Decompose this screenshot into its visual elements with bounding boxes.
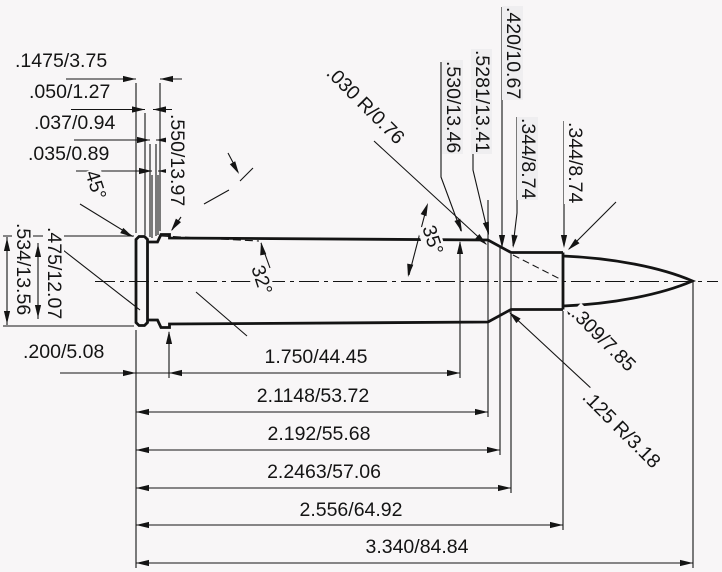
body-taper-dashed-line	[160, 235, 260, 242]
dim-label-body-dia: .5281/13.41	[471, 49, 493, 155]
dim-label-rim-thickness: .050/1.27	[28, 81, 112, 103]
head-extension-lines	[135, 83, 161, 238]
dim-label-case-length: 2.556/64.92	[280, 500, 422, 521]
dim-label-overall-length: 3.340/84.84	[346, 537, 488, 558]
arrow	[680, 559, 693, 567]
arrow	[136, 521, 149, 529]
head-hidden-diagonal	[62, 249, 141, 311]
arrow	[454, 218, 462, 232]
arrow	[123, 75, 136, 83]
dim-label-shoulder-base-dia: .530/13.46	[442, 60, 464, 155]
arrow	[260, 242, 267, 256]
arrow	[3, 311, 11, 324]
arrow	[171, 218, 181, 231]
arrow	[153, 106, 166, 113]
dim-label-neck-dia-b: .344/8.74	[564, 121, 586, 205]
dim-label-shoulder-mid-dia: .420/10.67	[502, 6, 524, 101]
leader-shoulder-base-dia	[440, 62, 462, 232]
arrow	[165, 331, 173, 344]
dim-label-neck-dia-a: .344/8.74	[517, 117, 539, 201]
dim-label-bevel: .035/0.89	[27, 143, 111, 165]
arrow	[229, 161, 239, 174]
arrow	[487, 446, 500, 454]
arrow	[169, 369, 182, 377]
arrow	[34, 244, 42, 257]
arrow	[550, 521, 563, 529]
arrow	[120, 227, 133, 237]
arrow	[136, 484, 149, 492]
arrow	[407, 263, 414, 277]
arrow	[498, 484, 511, 492]
arrow	[560, 235, 568, 248]
arrow	[509, 312, 521, 324]
arrow	[156, 136, 169, 144]
arrow	[447, 369, 460, 377]
dim-label-rim-to-groove: .1475/3.75	[14, 50, 109, 72]
leader-shoulder-radius	[373, 140, 487, 245]
dim-label-head-dia: .550/13.97	[166, 113, 188, 208]
arrowheads	[3, 75, 693, 567]
bottom-extension-lines	[135, 200, 694, 568]
arrow	[420, 203, 428, 217]
arrow	[132, 106, 145, 113]
case-upper-profile	[147, 233, 563, 254]
arrow	[456, 241, 464, 254]
dim-label-belt-length: .200/5.08	[22, 341, 106, 363]
arrow	[160, 75, 173, 83]
arrow	[511, 234, 518, 248]
arrow	[482, 221, 489, 235]
arrow	[136, 559, 149, 567]
dim-label-to-neck-start: 2.2463/57.06	[243, 462, 405, 483]
arrow	[139, 167, 152, 175]
head-lower-diagonal	[195, 291, 248, 337]
arrow	[475, 408, 488, 416]
arrow	[3, 238, 11, 251]
taper-tick-line	[203, 152, 254, 205]
dim-label-to-shoulder-mid: 2.192/55.68	[248, 424, 390, 445]
arrow	[568, 238, 580, 250]
arrow	[137, 136, 150, 144]
arrow	[136, 408, 149, 416]
angle-line-shoulder	[408, 205, 428, 276]
case-lower-profile	[147, 308, 563, 329]
dim-label-body-section: 1.750/44.45	[250, 347, 382, 368]
neck-hidden-line	[512, 254, 561, 280]
rim-outline	[134, 235, 149, 327]
dim-label-groove-width: .037/0.94	[33, 112, 117, 134]
reference-lines	[62, 152, 718, 337]
dim-label-belt-dia: .534/13.56	[12, 222, 34, 317]
arrow	[475, 233, 487, 245]
dim-label-to-shoulder: 2.1148/53.72	[232, 386, 394, 407]
arrow	[123, 369, 136, 377]
arrow	[136, 446, 149, 454]
dim-label-groove-dia: .475/12.07	[43, 226, 65, 321]
arrow	[498, 235, 506, 248]
arrow	[34, 305, 42, 318]
